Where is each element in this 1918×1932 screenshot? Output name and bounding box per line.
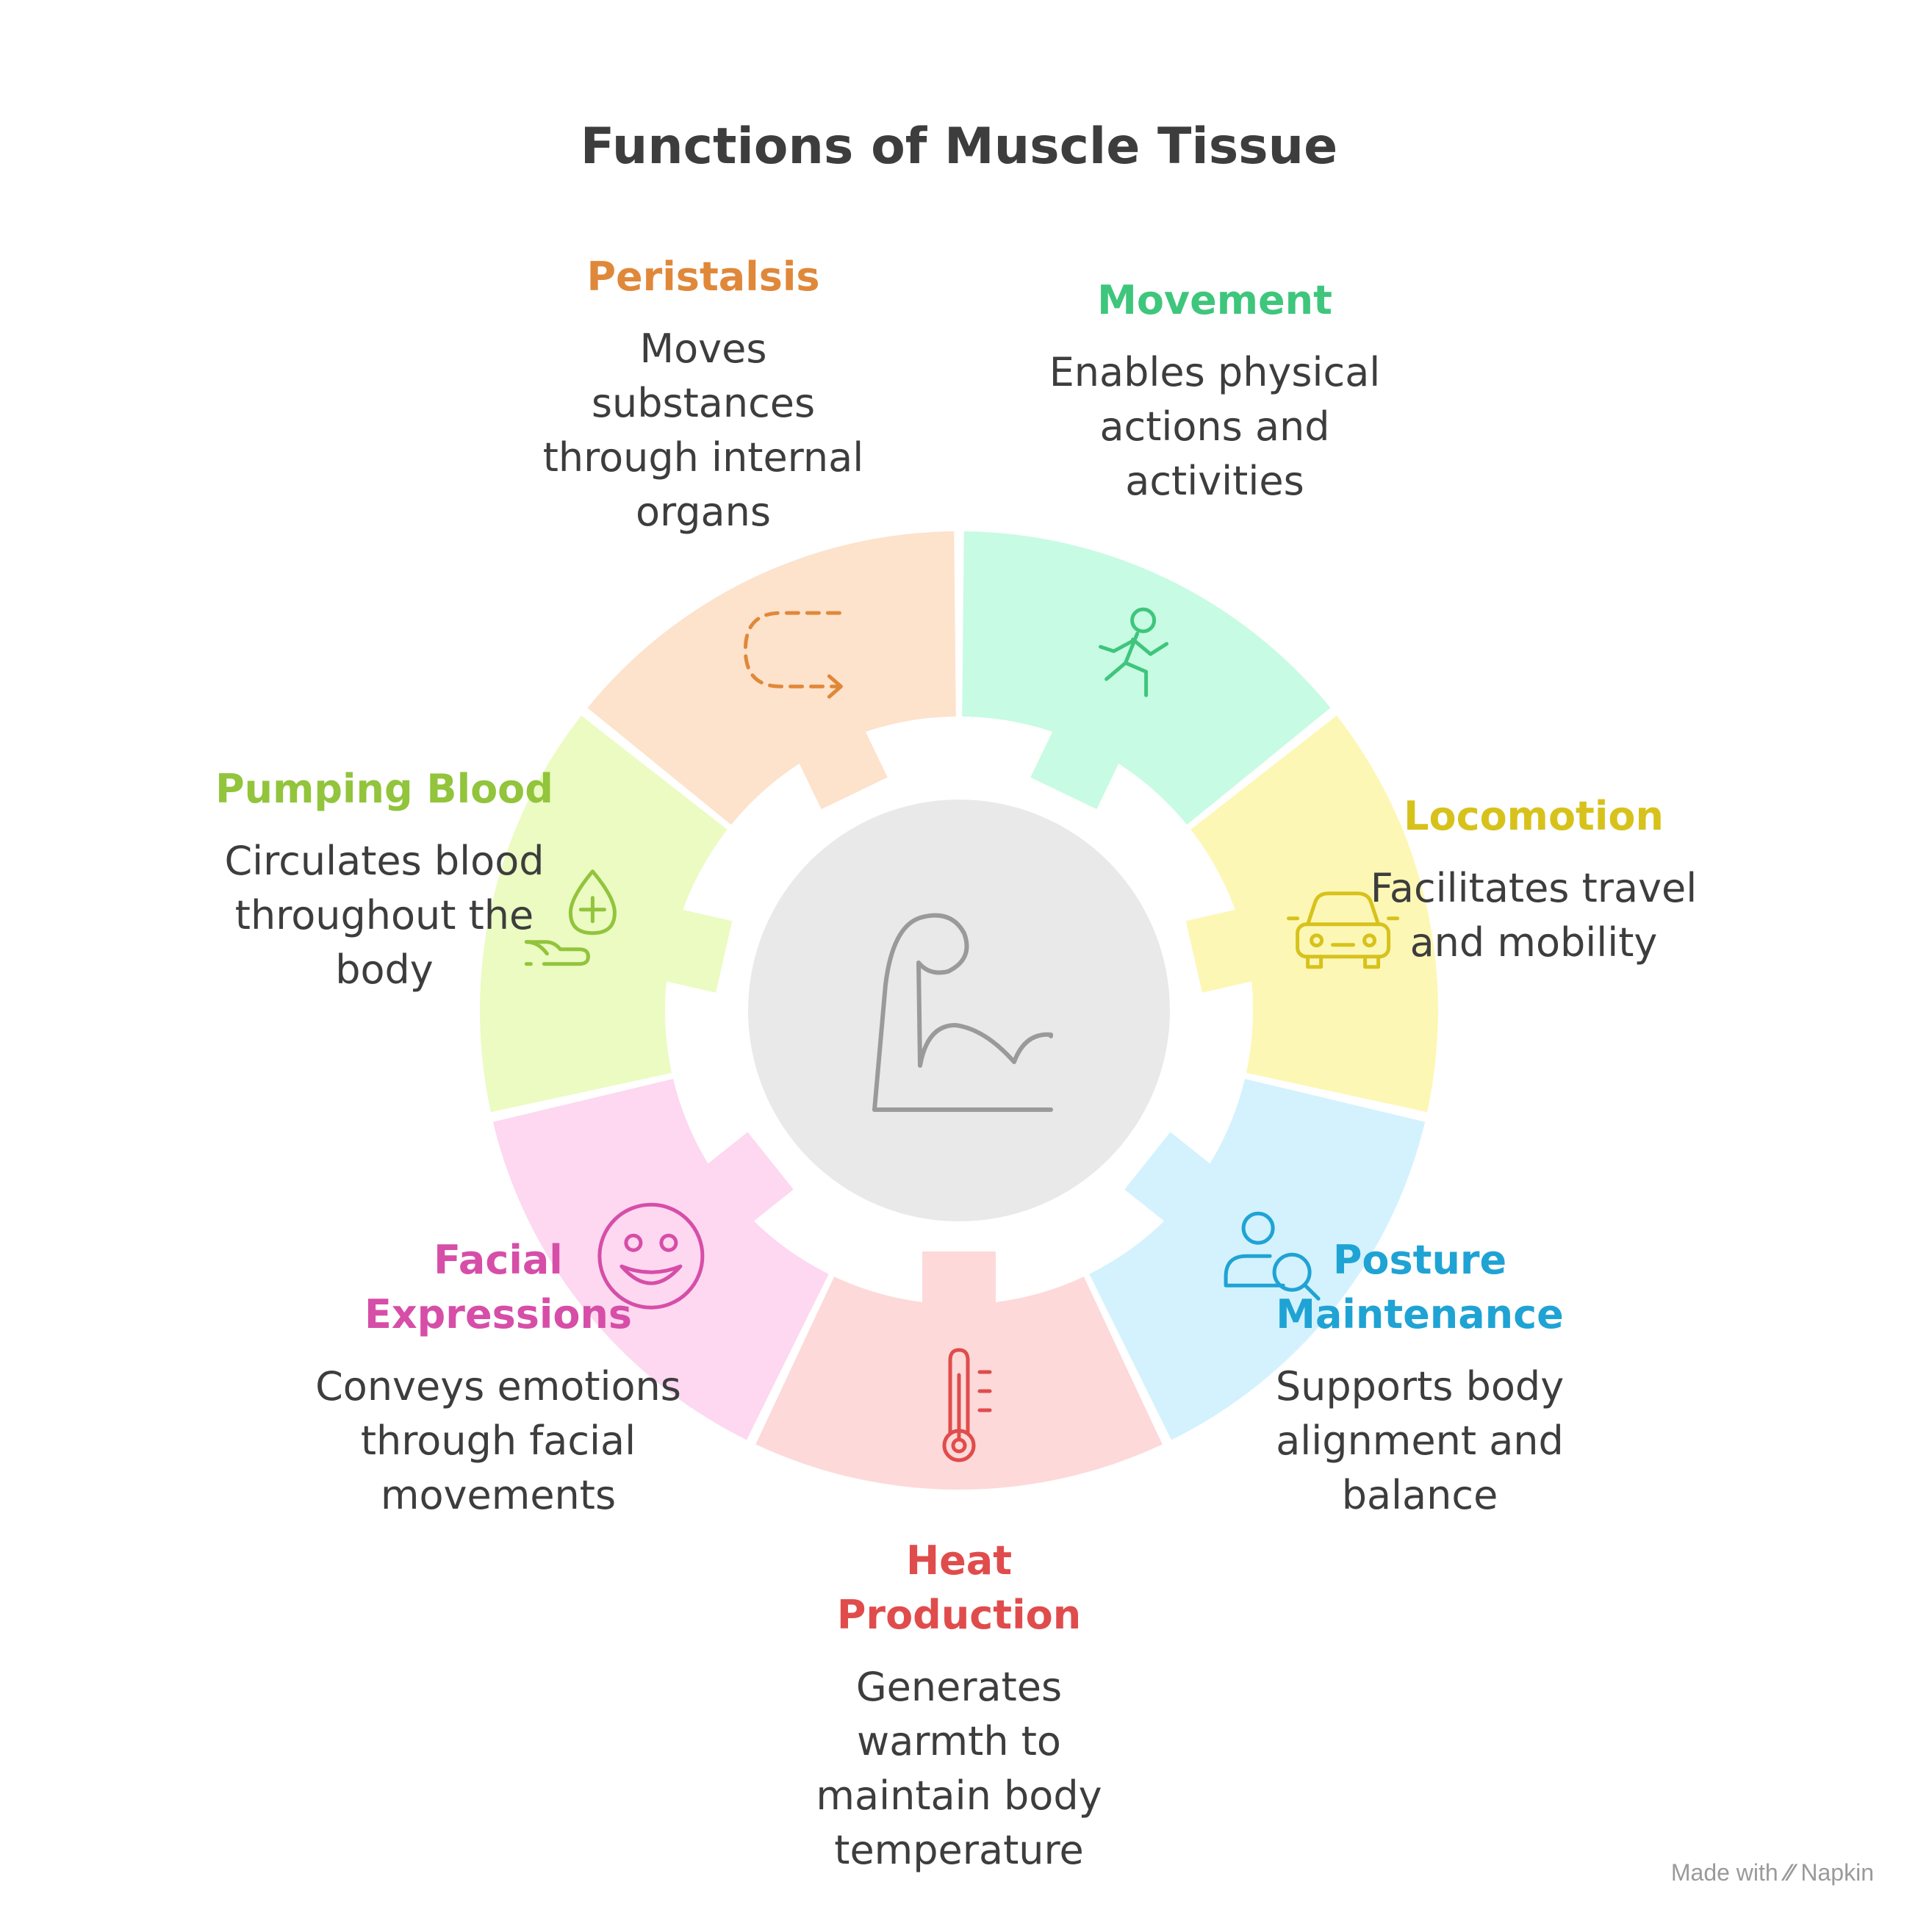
label-desc-movement: Enables physical actions and activities [1009, 345, 1420, 509]
title-line: Facial [434, 1237, 563, 1283]
title-line: Expressions [364, 1291, 633, 1337]
desc-line: actions and [1099, 403, 1330, 450]
desc-line: maintain body [816, 1773, 1102, 1819]
desc-line: Conveys emotions [315, 1363, 681, 1410]
segment-tab-posture [1124, 1132, 1215, 1224]
title-line: Pumping Blood [215, 766, 553, 812]
dashed-u-turn-arrow-icon [743, 611, 843, 699]
desc-line: temperature [834, 1827, 1084, 1873]
title-line: Peristalsis [586, 254, 820, 300]
desc-line: Facilitates travel [1370, 865, 1698, 911]
label-title-movement: Movement [1009, 273, 1420, 328]
label-title-pumping: Pumping Blood [179, 762, 590, 816]
label-desc-posture: Supports body alignment and balance [1214, 1360, 1626, 1523]
title-line: Production [836, 1592, 1082, 1638]
car-icon [1287, 891, 1400, 969]
center-circle [748, 800, 1170, 1221]
smiley-face-icon [597, 1202, 705, 1310]
label-title-peristalsis: Peristalsis [498, 250, 909, 304]
segment-facial [492, 1079, 829, 1440]
title-line: Heat [905, 1537, 1013, 1584]
flexed-bicep-icon [872, 913, 1053, 1112]
desc-line: balance [1341, 1472, 1498, 1518]
desc-line: warmth to [857, 1718, 1061, 1764]
title-line: Posture [1332, 1237, 1507, 1283]
label-desc-locomotion: Facilitates travel and mobility [1328, 861, 1739, 970]
desc-line: throughout the [234, 892, 534, 938]
blood-drop-hand-icon [524, 869, 617, 966]
desc-line: activities [1125, 458, 1304, 504]
desc-line: Moves [639, 326, 767, 372]
segment-tab-peristalsis [797, 727, 888, 810]
desc-line: through internal [542, 434, 864, 481]
diagram-title: Functions of Muscle Tissue [580, 118, 1338, 176]
credit-brand: Napkin [1800, 1859, 1874, 1886]
title-line: Movement [1097, 277, 1332, 323]
desc-line: through facial [360, 1418, 636, 1464]
label-desc-pumping: Circulates blood throughout the body [179, 834, 590, 997]
label-desc-heat: Generates warmth to maintain body temperatu… [753, 1660, 1165, 1878]
segment-pumping [480, 715, 728, 1113]
running-person-icon [1099, 607, 1169, 697]
desc-line: Enables physical [1049, 349, 1381, 395]
desc-line: substances [591, 380, 816, 426]
title-line: Maintenance [1276, 1291, 1564, 1337]
label-desc-facial: Conveys emotions through facial movements [292, 1360, 704, 1523]
desc-line: and mobility [1409, 919, 1658, 966]
desc-line: organs [635, 489, 772, 535]
desc-line: body [335, 947, 434, 993]
segment-tab-facial [703, 1132, 794, 1224]
credit-prefix: Made with [1670, 1859, 1778, 1886]
segment-tab-pumping [661, 908, 733, 993]
label-desc-peristalsis: Moves substances through internal organs [498, 322, 909, 539]
label-title-locomotion: Locomotion [1328, 789, 1739, 844]
segment-tab-movement [1030, 727, 1121, 810]
segment-posture [1089, 1079, 1426, 1440]
desc-line: movements [380, 1472, 617, 1518]
desc-line: alignment and [1276, 1418, 1564, 1464]
segment-locomotion [1190, 715, 1438, 1113]
napkin-logo-icon: ⁄⁄ [1785, 1859, 1794, 1886]
segment-tab-locomotion [1185, 908, 1257, 993]
made-with-napkin-credit[interactable]: Made with ⁄⁄ Napkin [1671, 1859, 1874, 1886]
person-search-icon [1224, 1211, 1321, 1301]
title-line: Locomotion [1404, 793, 1664, 839]
desc-line: Supports body [1275, 1363, 1565, 1410]
desc-line: Circulates blood [224, 838, 545, 884]
desc-line: Generates [855, 1664, 1063, 1710]
segment-tab-heat [922, 1252, 996, 1307]
segment-peristalsis [587, 531, 956, 825]
thermometer-icon [942, 1348, 992, 1462]
